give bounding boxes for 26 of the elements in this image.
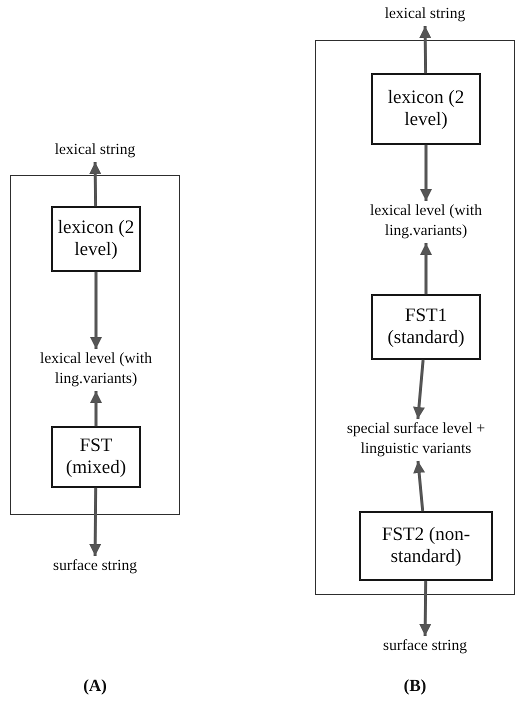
arrow [90, 391, 102, 426]
level-label: surface string [25, 556, 165, 578]
process-box: lexicon (2 level) [51, 206, 141, 272]
level-label: surface string [345, 636, 505, 658]
panel-frame [10, 175, 180, 515]
process-box: FST2 (non-standard) [359, 511, 493, 581]
arrow [419, 26, 432, 74]
arrow [89, 488, 102, 556]
arrow [419, 580, 432, 636]
process-box: FST (mixed) [51, 426, 141, 488]
arrow [413, 460, 426, 512]
process-box: lexicon (2 level) [371, 73, 481, 145]
arrow [89, 162, 102, 206]
arrow [420, 243, 432, 294]
panel-caption: (A) [83, 676, 107, 696]
arrow [412, 360, 425, 420]
arrow [420, 145, 432, 201]
process-box: FST1 (standard) [371, 294, 481, 360]
level-label: special surface level + linguistic variants [323, 419, 509, 461]
level-label: lexical level (with ling.variants) [16, 349, 176, 391]
level-label: lexical string [345, 4, 505, 26]
level-label: lexical string [25, 140, 165, 162]
level-label: lexical level (with ling.variants) [336, 201, 516, 243]
panel-caption: (B) [404, 676, 426, 696]
panel-frame [315, 40, 515, 595]
arrow [90, 272, 102, 349]
